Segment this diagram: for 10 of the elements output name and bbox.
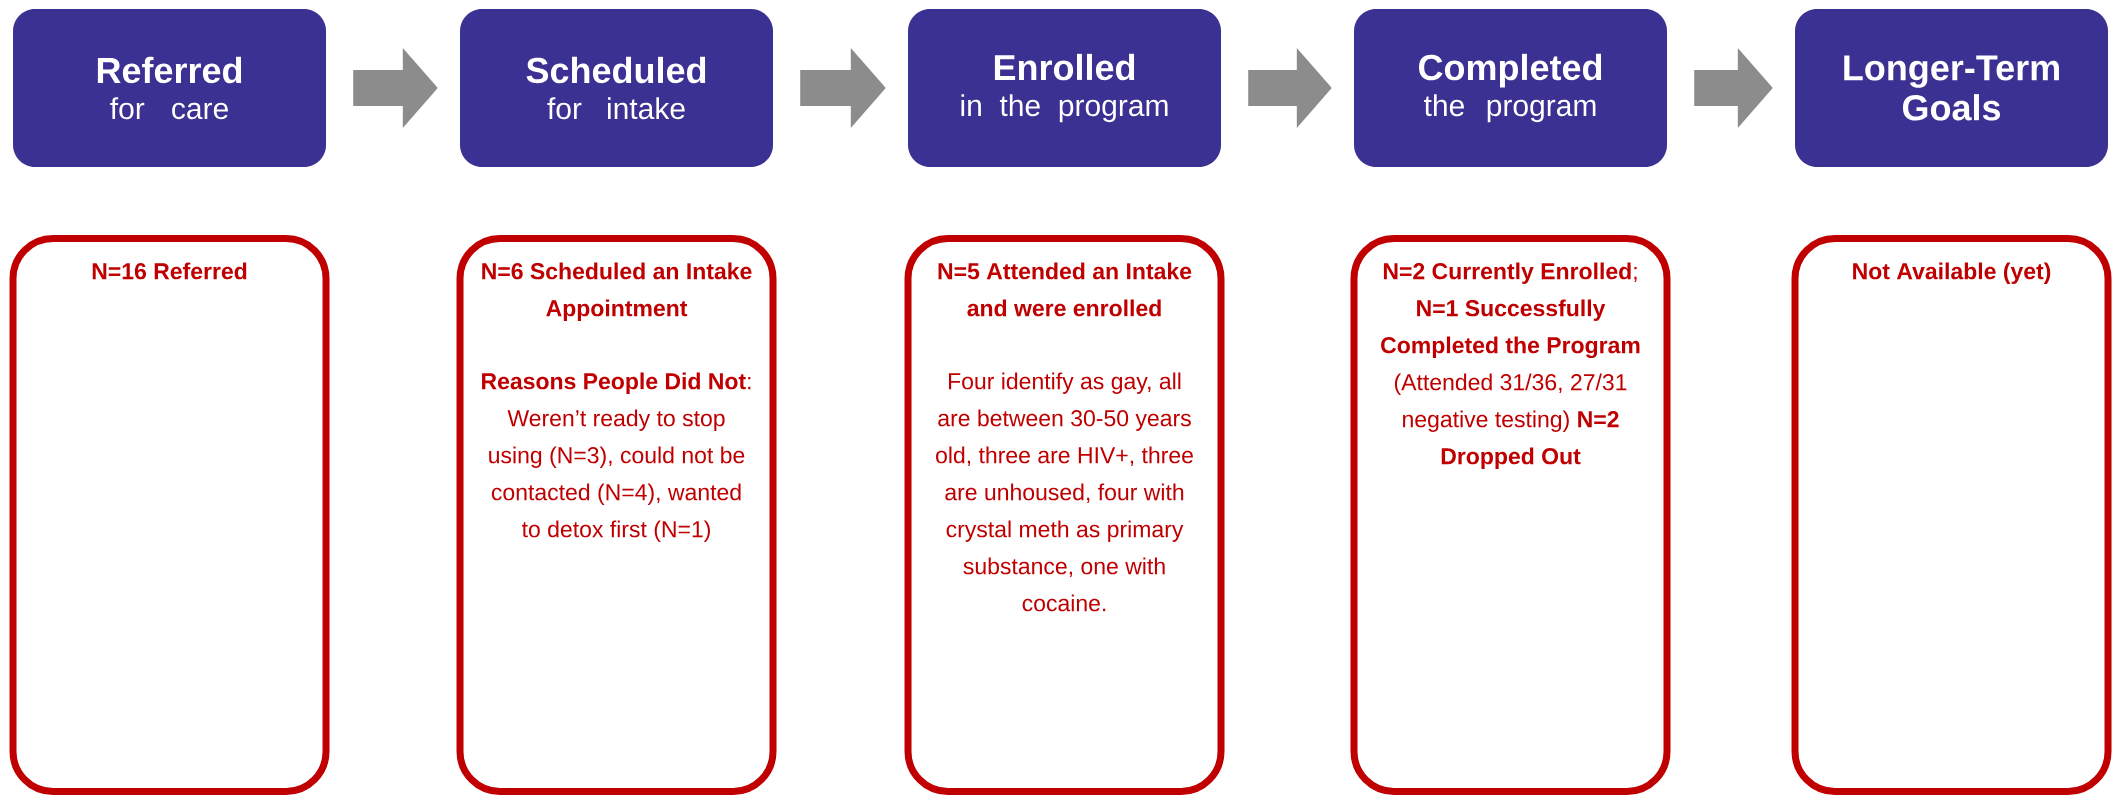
detail-box: N=16 Referred — [9, 235, 330, 795]
detail-box: N=6 Scheduled an Intake Appointment Reasons People Did Not: Weren’t ready to stop using (N=3), could not be contacted (N=4), wanted to detox first (N=1) — [456, 235, 777, 795]
detail-box: N=2 Currently Enrolled; N=1 Successfully Completed the Program (Attended 31/36, 27/31 negative testing) N=2 Dropped Out — [1350, 235, 1671, 795]
stage-box: Referred for care — [13, 9, 326, 167]
stage-box: Scheduled for intake — [460, 9, 773, 167]
stage-box: Enrolled in the program — [908, 9, 1221, 167]
stage-box: Longer-Term Goals — [1795, 9, 2108, 167]
detail-box: N=5 Attended an Intake and were enrolled Four identify as gay, all are between 30-50 years old, three are HIV+, three are unhoused, four with crystal meth as primary substance, one with cocaine. — [904, 235, 1225, 795]
stage-box: Completed the program — [1354, 9, 1667, 167]
detail-box: Not Available (yet) — [1791, 235, 2112, 795]
